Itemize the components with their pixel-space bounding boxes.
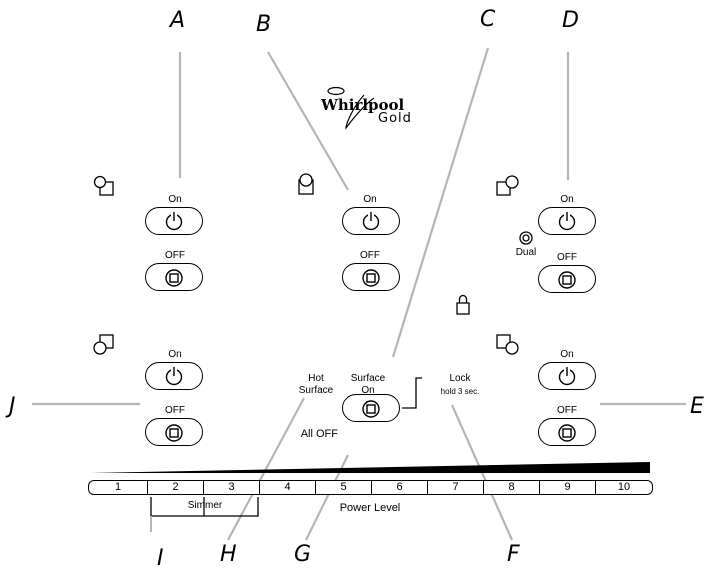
leader-b (267, 51, 349, 191)
surface-on-label-2: On (361, 385, 375, 396)
power-level-2[interactable]: 2 (148, 480, 204, 495)
front-right-off-label: OFF (557, 405, 577, 416)
stop-icon (558, 424, 576, 442)
rear-left-off-label: OFF (165, 250, 185, 261)
stop-icon (558, 271, 576, 289)
front-right-on-label: On (560, 349, 574, 360)
power-icon (558, 211, 576, 231)
power-level-9[interactable]: 9 (540, 480, 596, 495)
callout-c: C (480, 7, 496, 32)
rear-right-off-label: OFF (557, 252, 577, 263)
stop-icon (165, 424, 183, 442)
stop-icon (362, 400, 380, 418)
brand-name: Whirlpool (321, 96, 405, 114)
callout-a: A (170, 8, 186, 33)
callout-i: I (157, 546, 164, 571)
rear-center-off-button[interactable] (342, 263, 400, 291)
power-level-6[interactable]: 6 (372, 480, 428, 495)
rear-center-on-button[interactable] (342, 207, 400, 235)
front-right-off-button[interactable] (538, 418, 596, 446)
simmer-label: Simmer (187, 500, 223, 511)
front-left-off-button[interactable] (145, 418, 203, 446)
power-level-4[interactable]: 4 (260, 480, 316, 495)
brand-tier: Gold (378, 111, 412, 126)
lock-label: Lock (449, 373, 471, 384)
power-level-3[interactable]: 3 (204, 480, 260, 495)
rear-center-off-label: OFF (360, 250, 380, 261)
hot-surface-label-1: Hot (308, 373, 324, 384)
power-level-1[interactable]: 1 (88, 480, 148, 495)
callout-d: D (562, 8, 579, 33)
rear-right-off-button[interactable] (538, 265, 596, 293)
front-right-on-button[interactable] (538, 362, 596, 390)
power-level-8[interactable]: 8 (484, 480, 540, 495)
burner-rear-center-icon (298, 173, 314, 195)
lock-icon[interactable] (456, 294, 470, 315)
lock-connector (402, 377, 422, 409)
hot-surface-label-2: Surface (298, 385, 334, 396)
callout-b: B (256, 12, 272, 37)
callout-h: H (220, 542, 237, 567)
burner-front-left-icon (93, 334, 114, 355)
burner-rear-left-icon (93, 175, 114, 196)
surface-on-label-1: Surface (350, 373, 386, 384)
rear-center-on-label: On (363, 194, 377, 205)
all-off-button[interactable] (342, 394, 400, 422)
rear-left-on-button[interactable] (145, 207, 203, 235)
front-left-on-label: On (168, 349, 182, 360)
all-off-label: All OFF (300, 428, 338, 440)
dual-label: Dual (515, 247, 537, 258)
stop-icon (362, 269, 380, 287)
burner-front-right-icon (496, 334, 519, 355)
lock-hold-hint: hold 3 sec. (440, 387, 480, 396)
power-wedge (90, 462, 650, 473)
power-icon (362, 211, 380, 231)
power-icon (165, 366, 183, 386)
leader-g (305, 454, 349, 541)
power-level-label: Power Level (339, 502, 401, 514)
front-left-off-label: OFF (165, 405, 185, 416)
power-icon (558, 366, 576, 386)
rear-right-on-button[interactable] (538, 207, 596, 235)
power-icon (165, 211, 183, 231)
rear-right-on-label: On (560, 194, 574, 205)
callout-f: F (507, 542, 520, 567)
burner-rear-right-icon (496, 175, 519, 196)
power-level-10[interactable]: 10 (596, 480, 653, 495)
stop-icon (165, 269, 183, 287)
leader-h (227, 397, 305, 541)
whirlpool-logo-mark (327, 86, 375, 130)
callout-e: E (690, 394, 704, 419)
callout-g: G (294, 542, 312, 567)
front-left-on-button[interactable] (145, 362, 203, 390)
rear-left-on-label: On (168, 194, 182, 205)
power-level-5[interactable]: 5 (316, 480, 372, 495)
simmer-bracket (150, 497, 259, 532)
dual-icon (519, 231, 533, 245)
callout-j: J (9, 394, 16, 419)
leader-c (391, 47, 490, 358)
power-level-7[interactable]: 7 (428, 480, 484, 495)
rear-left-off-button[interactable] (145, 263, 203, 291)
